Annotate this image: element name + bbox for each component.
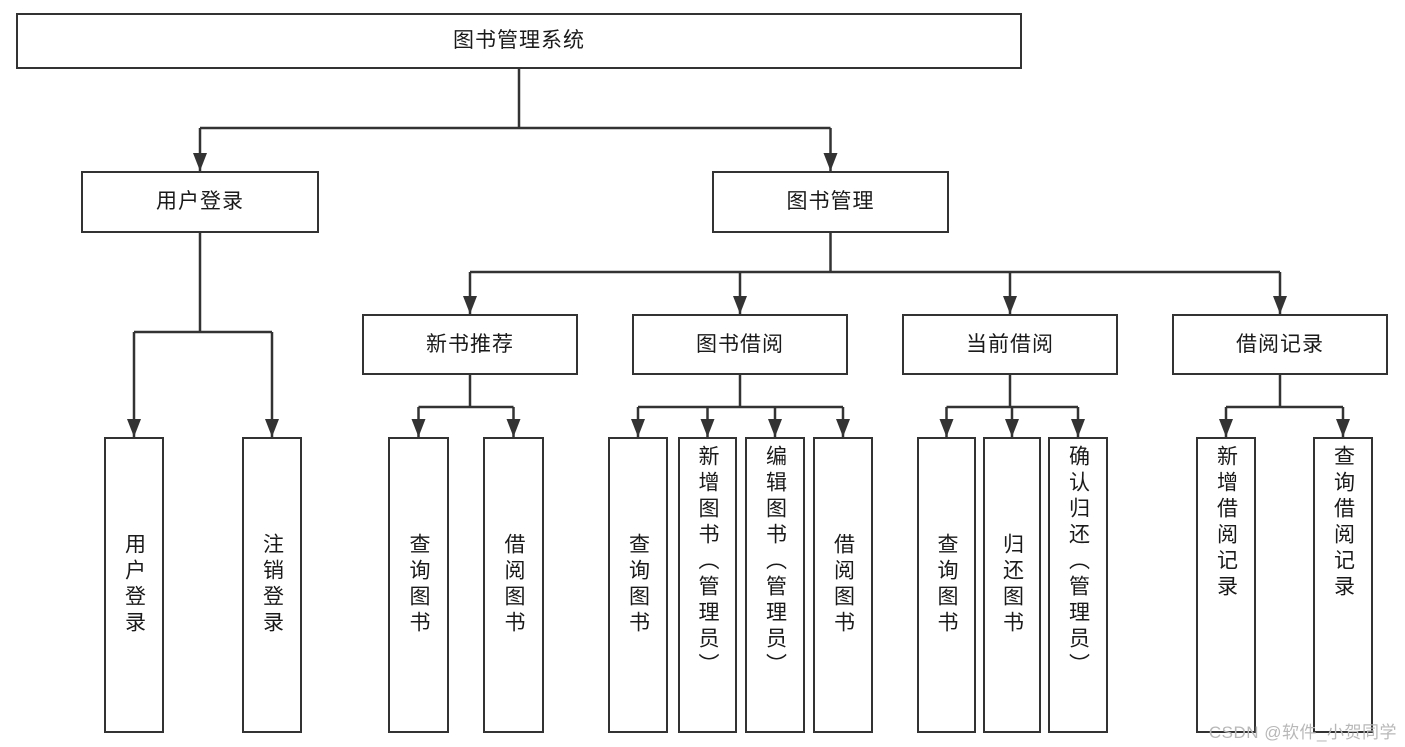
node-label: 当前借阅 xyxy=(966,332,1054,356)
arrow-head-leaf-add-book xyxy=(700,419,715,437)
node-label: 注销登录 xyxy=(260,533,284,637)
node-user-login[interactable]: 用户登录 xyxy=(81,171,319,233)
node-label: 新书推荐 xyxy=(426,332,514,356)
arrow-head-leaf-edit-book xyxy=(768,419,782,437)
node-leaf-borrow-book-2[interactable]: 借阅图书 xyxy=(813,437,873,733)
arrow-head-leaf-query-book-3 xyxy=(939,419,954,437)
node-leaf-logout[interactable]: 注销登录 xyxy=(242,437,302,733)
node-label: 借阅图书 xyxy=(502,533,525,637)
node-leaf-add-book[interactable]: 新增图书（管理员） xyxy=(678,437,737,733)
arrow-head-leaf-query-book-1 xyxy=(411,419,426,437)
arrow-head-book-borrow xyxy=(733,296,747,314)
arrow-head-leaf-query-book-2 xyxy=(631,419,645,437)
arrow-head-user-login xyxy=(193,153,207,171)
node-label: 新增图书（管理员） xyxy=(696,445,719,679)
node-leaf-confirm-return[interactable]: 确认归还（管理员） xyxy=(1048,437,1108,733)
node-label: 查询图书 xyxy=(407,533,430,637)
node-current-borrow[interactable]: 当前借阅 xyxy=(902,314,1118,375)
node-label: 图书管理系统 xyxy=(453,29,585,53)
node-leaf-query-book-1[interactable]: 查询图书 xyxy=(388,437,449,733)
arrow-head-leaf-query-record xyxy=(1336,419,1350,437)
arrow-head-leaf-user-login xyxy=(127,419,141,437)
node-leaf-return-book[interactable]: 归还图书 xyxy=(983,437,1041,733)
node-label: 归还图书 xyxy=(1000,533,1024,637)
node-label: 用户登录 xyxy=(122,533,146,637)
node-label: 借阅记录 xyxy=(1236,332,1324,356)
node-leaf-query-book-2[interactable]: 查询图书 xyxy=(608,437,668,733)
node-label: 用户登录 xyxy=(156,190,244,214)
arrow-head-new-book-rec xyxy=(463,296,477,314)
node-borrow-record[interactable]: 借阅记录 xyxy=(1172,314,1388,375)
node-book-borrow[interactable]: 图书借阅 xyxy=(632,314,848,375)
node-leaf-query-book-3[interactable]: 查询图书 xyxy=(917,437,976,733)
node-label: 编辑图书（管理员） xyxy=(763,445,787,679)
arrow-head-leaf-confirm-return xyxy=(1071,419,1085,437)
node-label: 查询借阅记录 xyxy=(1331,445,1355,601)
node-root[interactable]: 图书管理系统 xyxy=(16,13,1022,69)
arrow-head-current-borrow xyxy=(1003,296,1017,314)
node-new-book-rec[interactable]: 新书推荐 xyxy=(362,314,578,375)
node-book-manage[interactable]: 图书管理 xyxy=(712,171,949,233)
node-label: 查询图书 xyxy=(935,533,958,637)
arrow-head-leaf-logout xyxy=(265,419,279,437)
node-leaf-add-record[interactable]: 新增借阅记录 xyxy=(1196,437,1256,733)
node-leaf-query-record[interactable]: 查询借阅记录 xyxy=(1313,437,1373,733)
node-label: 图书管理 xyxy=(786,190,875,214)
arrow-head-leaf-return-book xyxy=(1005,419,1019,437)
node-leaf-edit-book[interactable]: 编辑图书（管理员） xyxy=(745,437,805,733)
node-label: 确认归还（管理员） xyxy=(1066,445,1090,679)
arrow-head-leaf-borrow-book-2 xyxy=(836,419,850,437)
node-label: 借阅图书 xyxy=(831,533,855,637)
arrow-head-leaf-borrow-book-1 xyxy=(506,419,521,437)
node-label: 新增借阅记录 xyxy=(1214,445,1238,601)
arrow-head-leaf-add-record xyxy=(1219,419,1233,437)
node-leaf-borrow-book-1[interactable]: 借阅图书 xyxy=(483,437,544,733)
node-leaf-user-login[interactable]: 用户登录 xyxy=(104,437,164,733)
watermark-text: CSDN @软件_小贺同学 xyxy=(1208,723,1397,742)
node-label: 图书借阅 xyxy=(696,332,784,356)
node-label: 查询图书 xyxy=(626,533,650,637)
arrow-head-book-manage xyxy=(823,153,838,171)
arrow-head-borrow-record xyxy=(1273,296,1287,314)
